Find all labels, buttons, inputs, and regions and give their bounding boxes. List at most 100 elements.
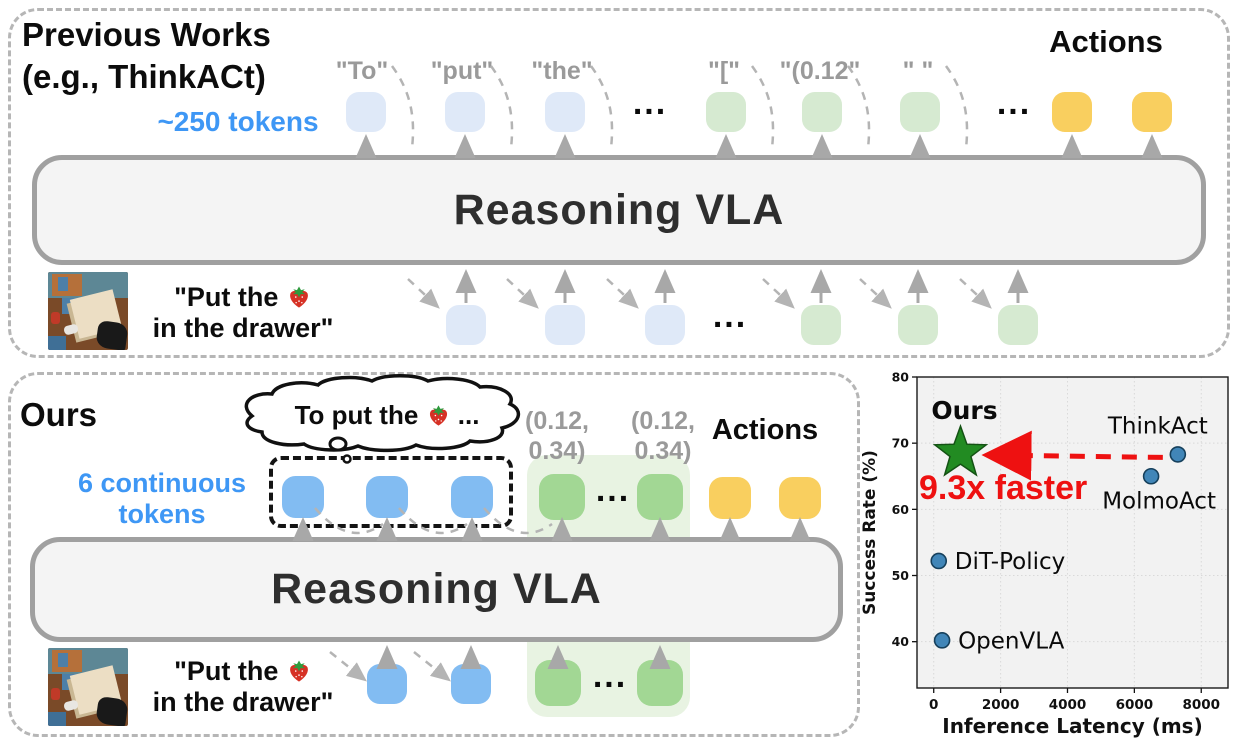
pale_green-token — [706, 92, 746, 132]
prompt-ours-line2: in the drawer" — [152, 687, 334, 717]
output-token-label: "To" — [335, 57, 389, 85]
ellipsis: ... — [592, 657, 628, 695]
point-Ours — [932, 423, 989, 477]
pale_green-token — [900, 92, 940, 132]
point-label-OpenVLA: OpenVLA — [958, 628, 1065, 654]
blue-token — [282, 476, 324, 518]
y-tick-label: 40 — [892, 634, 910, 649]
output-token-label: "the" — [531, 57, 593, 85]
scene-art — [95, 320, 128, 350]
point-label-MolmoAct: MolmoAct — [1102, 488, 1216, 514]
point-label-Ours: Ours — [931, 396, 997, 425]
pale_blue-token — [545, 92, 585, 132]
ours-title: Ours — [20, 396, 98, 433]
prompt-top-line1: "Put the — [174, 282, 279, 312]
reasoning-vla-label-top: Reasoning VLA — [453, 185, 785, 234]
point-label-DiT-Policy: DiT-Policy — [955, 549, 1066, 575]
scene-art — [63, 323, 79, 336]
point-DiT-Policy — [930, 552, 948, 570]
green-token — [637, 474, 683, 520]
pale_green-token — [998, 305, 1038, 345]
ellipsis: ... — [996, 84, 1032, 122]
ours-panel — [8, 372, 860, 737]
output-token-label: "put" — [430, 57, 494, 85]
scene-art — [48, 712, 66, 726]
scene-art — [48, 336, 66, 350]
prompt-text-top: "Put the in the drawer" — [133, 282, 353, 344]
y-tick-label: 60 — [892, 502, 910, 517]
coord-label-1: (0.12, 0.34) — [525, 407, 589, 465]
prompt-ours-line1: "Put the — [174, 656, 279, 686]
scene-art — [51, 688, 60, 700]
reasoning-vla-box-ours: Reasoning VLA — [30, 537, 843, 642]
actions-label-top: Actions — [1049, 24, 1163, 59]
pale_blue-token — [446, 305, 486, 345]
y-tick-label: 70 — [892, 436, 910, 451]
actions-label-ours: Actions — [711, 414, 819, 446]
output-token-label: "(0.12" — [779, 57, 861, 85]
previous-works-panel — [8, 8, 1230, 358]
output-token-label: " " — [902, 57, 934, 85]
y-tick-label: 80 — [892, 372, 910, 385]
point-MolmoAct — [1142, 467, 1160, 485]
scene-art — [63, 699, 79, 712]
pale_blue-token — [346, 92, 386, 132]
continuous-tokens-note-line1: 6 continuous — [78, 468, 246, 498]
continuous-tokens-note-line2: tokens — [118, 499, 206, 529]
strawberry-icon — [286, 284, 312, 310]
strawberry-icon — [426, 403, 451, 428]
reasoning-vla-box-top: Reasoning VLA — [32, 155, 1206, 265]
prompt-text-ours: "Put the in the drawer" — [133, 656, 353, 718]
continuous-tokens-note: 6 continuous tokens — [62, 468, 262, 530]
x-tick-label: 8000 — [1182, 697, 1220, 713]
pale_blue-token — [645, 305, 685, 345]
scene-art — [58, 277, 68, 291]
yellow-token — [709, 477, 751, 519]
yellow-token — [1132, 92, 1172, 132]
x-tick-label: 0 — [929, 697, 938, 713]
thought-bubble-text: To put the ... — [262, 400, 512, 431]
y-axis-label: Success Rate (%) — [860, 450, 880, 615]
scene-art — [95, 696, 128, 726]
output-token-label: "[" — [707, 57, 741, 85]
previous-works-title: Previous Works (e.g., ThinkACt) — [22, 14, 271, 98]
yellow-token — [779, 477, 821, 519]
x-tick-label: 2000 — [982, 697, 1020, 713]
previous-works-title-line2: (e.g., ThinkACt) — [22, 58, 266, 95]
previous-works-title-line1: Previous Works — [22, 16, 271, 53]
scene-art — [58, 653, 68, 667]
pale_green-token — [801, 305, 841, 345]
blue-token — [367, 664, 407, 704]
pale_blue-token — [445, 92, 485, 132]
speedup-annotation: 9.3x faster — [919, 469, 1087, 507]
reasoning-vla-label-ours: Reasoning VLA — [271, 565, 602, 613]
token-count-note: ~250 tokens — [157, 106, 319, 137]
pale_green-token — [898, 305, 938, 345]
point-label-ThinkAct: ThinkAct — [1107, 413, 1208, 439]
prompt-top-line2: in the drawer" — [152, 313, 334, 343]
strawberry-icon — [286, 658, 312, 684]
point-ThinkAct — [1169, 446, 1187, 463]
yellow-token — [1052, 92, 1092, 132]
scene-thumbnail-top — [48, 272, 128, 350]
point-OpenVLA — [933, 632, 951, 649]
y-tick-label: 50 — [892, 568, 910, 583]
blue-token — [451, 476, 493, 518]
thought-ellipsis: ... — [457, 400, 480, 430]
scene-thumbnail-ours — [48, 648, 128, 726]
speedup-arrow — [981, 430, 1163, 481]
x-tick-label: 6000 — [1116, 697, 1154, 713]
x-tick-label: 4000 — [1049, 697, 1087, 713]
pale_green-token — [802, 92, 842, 132]
ellipsis: ... — [712, 297, 748, 335]
ellipsis: ... — [595, 471, 631, 509]
scene-art — [51, 312, 60, 324]
pale_blue-token — [545, 305, 585, 345]
thought-text: To put the — [294, 400, 419, 430]
blue-token — [451, 664, 491, 704]
ellipsis: ... — [632, 84, 668, 122]
blue-token — [366, 476, 408, 518]
x-axis-label: Inference Latency (ms) — [942, 714, 1202, 738]
